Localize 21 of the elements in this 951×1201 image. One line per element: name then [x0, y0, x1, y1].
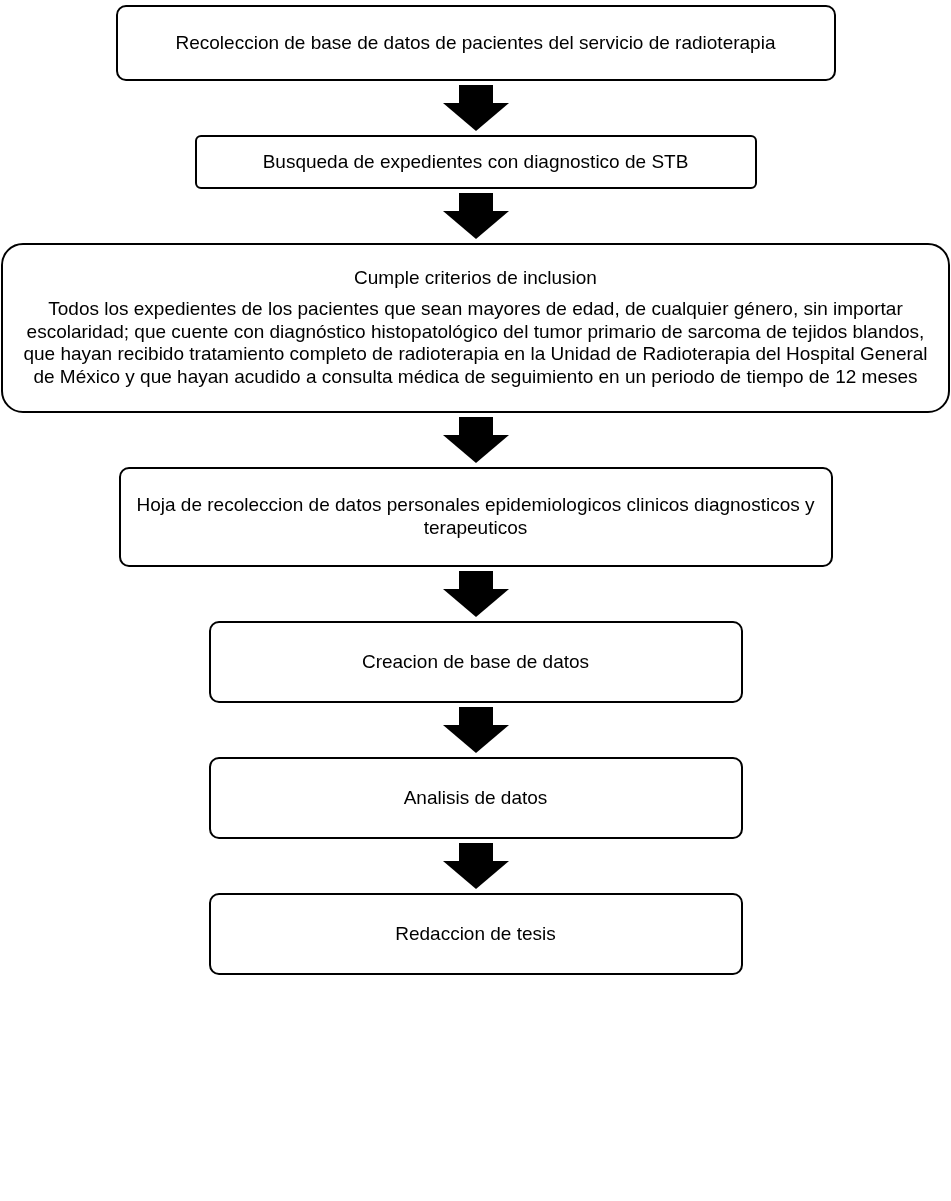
process-box [194, 135, 757, 189]
box-text: Hoja de recoleccion de datos personales epidemiologicos clinicos diagnosticos y terapeuticos [135, 494, 816, 540]
block-arrow [443, 707, 509, 753]
block-arrow [443, 193, 509, 239]
process-box [118, 467, 833, 567]
process-box [208, 893, 743, 975]
box-text: Busqueda de expedientes con diagnostico de STB [262, 150, 689, 174]
block-arrow [443, 843, 509, 889]
box-text: Todos los expedientes de los pacientes que sean mayores de edad, de cualquier género, sin importar escolaridad; que cuente con diagnóstico histopatológico del tumor primario de sarcoma de tejidos blandos, que hayan recibido tratamiento completo de radioterapia en la Unidad de Radioterapia del Hospital General de México y que hayan acudido a consulta médica de seguimiento en un periodo de tiempo de 12 meses [22, 297, 929, 389]
process-box [1, 243, 950, 413]
process-box [208, 621, 743, 703]
box-text: Redaccion de tesis [395, 922, 556, 946]
box-text: Analisis de datos [403, 786, 548, 810]
box-text: Creacion de base de datos [361, 650, 590, 674]
box-text: Recoleccion de base de datos de pacientes del servicio de radioterapia [175, 31, 776, 55]
process-box [115, 5, 836, 81]
block-arrow [443, 85, 509, 131]
block-arrow [443, 571, 509, 617]
process-box [208, 757, 743, 839]
box-heading: Cumple criterios de inclusion [354, 267, 597, 290]
block-arrow [443, 417, 509, 463]
